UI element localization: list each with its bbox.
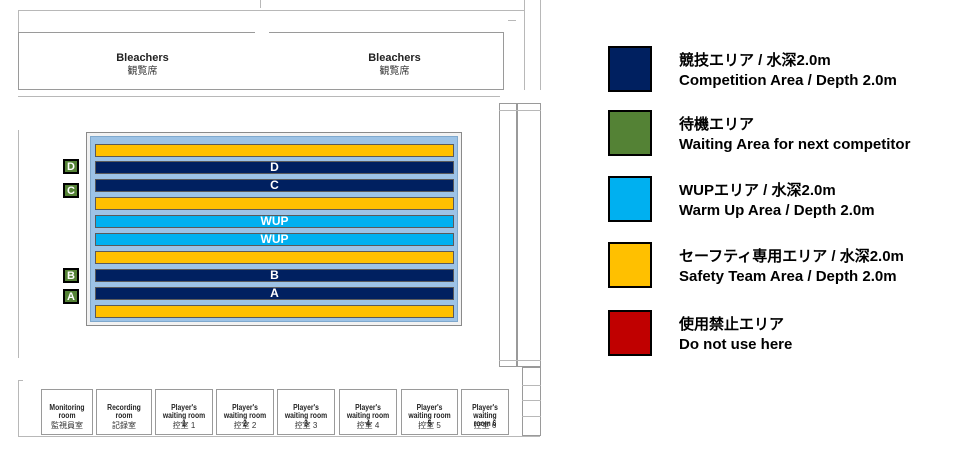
legend-swatch — [608, 46, 652, 92]
legend-swatch — [608, 110, 652, 156]
bleachers-label-left: Bleachers 観覧席 — [100, 52, 185, 78]
room-name: Recording room — [107, 403, 141, 420]
wall-line — [522, 416, 541, 417]
legend-swatch — [608, 242, 652, 288]
legend-label-ja: WUPエリア / 水深2.0m — [679, 182, 836, 199]
waiting-marker: A — [63, 289, 79, 304]
wall-line — [508, 20, 516, 21]
legend-label-en: Waiting Area for next competitor — [679, 136, 911, 153]
legend-label: 待機エリア Waiting Area for next competitor — [679, 115, 910, 155]
pool-lane: WUP — [95, 215, 454, 228]
wall-line — [499, 110, 541, 111]
legend-swatch — [608, 310, 652, 356]
room-name: Monitoring room — [49, 403, 85, 420]
pool-lane — [95, 305, 454, 318]
pool-lane — [95, 251, 454, 264]
legend-label: 使用禁止エリア Do not use here — [679, 315, 792, 355]
pool-lane: B — [95, 269, 454, 282]
room-name-ja: 監視員室 — [51, 421, 83, 430]
pool-lane — [95, 197, 454, 210]
room-name: Player's waiting room 4 — [346, 403, 390, 428]
room-name-ja: 控室 6 — [473, 421, 497, 430]
legend-label-ja: 使用禁止エリア — [679, 316, 785, 333]
wall-line — [522, 400, 541, 401]
room-name-ja: 控室 3 — [294, 421, 318, 430]
waiting-marker: C — [63, 183, 79, 198]
room-name: Player's waiting room 6 — [472, 403, 498, 428]
side-structure — [517, 103, 541, 367]
wall-line — [18, 10, 524, 11]
bleachers-subtitle: 観覧席 — [127, 66, 158, 77]
room-name-ja: 記録室 — [112, 421, 136, 430]
wall-line — [18, 436, 540, 437]
legend-label-en: Safety Team Area / Depth 2.0m — [679, 268, 897, 285]
room-name: Player's waiting room 1 — [162, 403, 206, 428]
wall-line — [18, 130, 19, 358]
pool-lane: C — [95, 179, 454, 192]
legend-swatch — [608, 176, 652, 222]
legend-label-ja: 待機エリア — [679, 116, 755, 133]
room-name-ja: 控室 4 — [356, 421, 380, 430]
pool-lane — [95, 144, 454, 157]
room-name: Player's waiting room 2 — [223, 403, 267, 428]
legend-label-en: Warm Up Area / Depth 2.0m — [679, 202, 875, 219]
legend-label-ja: セーフティ専用エリア / 水深2.0m — [679, 248, 904, 265]
waiting-marker: D — [63, 159, 79, 174]
legend-label-ja: 競技エリア / 水深2.0m — [679, 52, 831, 69]
wall-line — [499, 360, 541, 361]
wall-line — [18, 380, 19, 436]
room-name: Player's waiting room 3 — [284, 403, 328, 428]
wall-line — [522, 385, 541, 386]
wall-line — [255, 32, 269, 33]
room-name-ja: 控室 5 — [418, 421, 441, 430]
room-name-ja: 控室 2 — [233, 421, 257, 430]
bleachers-subtitle: 観覧席 — [379, 66, 410, 77]
bleachers-title: Bleachers — [368, 52, 421, 64]
legend-label-en: Competition Area / Depth 2.0m — [679, 72, 897, 89]
side-structure — [522, 367, 541, 436]
wall-line — [18, 380, 23, 381]
wall-line — [540, 0, 541, 90]
bleachers-label-right: Bleachers 観覧席 — [352, 52, 437, 78]
pool-lane: WUP — [95, 233, 454, 246]
wall-line — [18, 10, 19, 32]
waiting-marker: B — [63, 268, 79, 283]
wall-line — [524, 0, 525, 90]
room-name-ja: 控室 1 — [172, 421, 196, 430]
wall-line — [260, 0, 261, 8]
bleachers-title: Bleachers — [116, 52, 169, 64]
wall-line — [18, 96, 500, 97]
side-structure — [499, 103, 517, 367]
legend-label-en: Do not use here — [679, 336, 793, 353]
pool-lane: D — [95, 161, 454, 174]
pool-lane: A — [95, 287, 454, 300]
room-name: Player's waiting room 5 — [408, 403, 451, 428]
